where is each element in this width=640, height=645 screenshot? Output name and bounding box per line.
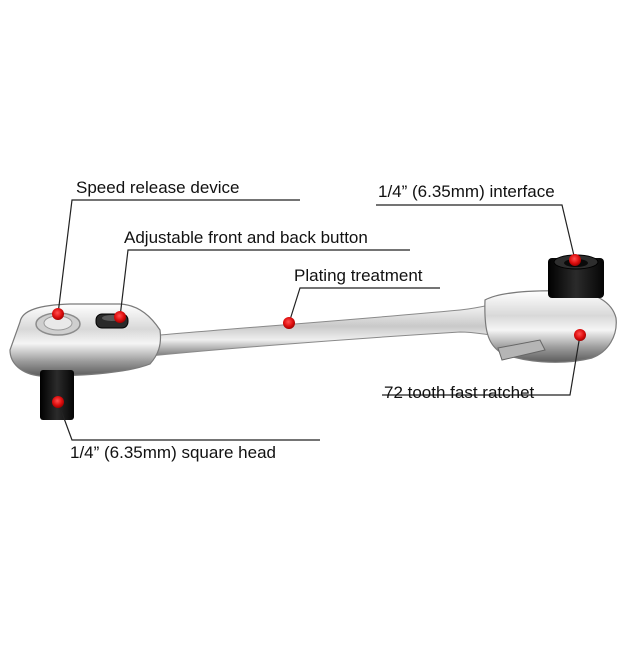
marker-plating [283, 317, 295, 329]
label-adjust-button: Adjustable front and back button [124, 228, 368, 247]
marker-interface [569, 254, 581, 266]
label-speed-release: Speed release device [76, 178, 240, 197]
label-plating: Plating treatment [294, 266, 423, 285]
square-drive [40, 370, 74, 420]
marker-speed-release [52, 308, 64, 320]
label-interface: 1/4” (6.35mm) interface [378, 182, 555, 201]
left-ratchet-head [9, 303, 162, 377]
pawl-lever [497, 339, 546, 361]
leader-lines [57, 199, 581, 441]
wrench-handle [149, 301, 506, 357]
label-square-head: 1/4” (6.35mm) square head [70, 443, 276, 462]
label-ratchet: 72 tooth fast ratchet [384, 383, 535, 402]
marker-ratchet [574, 329, 586, 341]
marker-square-head [52, 396, 64, 408]
marker-adjust-button [114, 311, 126, 323]
socket-interface [548, 258, 604, 298]
